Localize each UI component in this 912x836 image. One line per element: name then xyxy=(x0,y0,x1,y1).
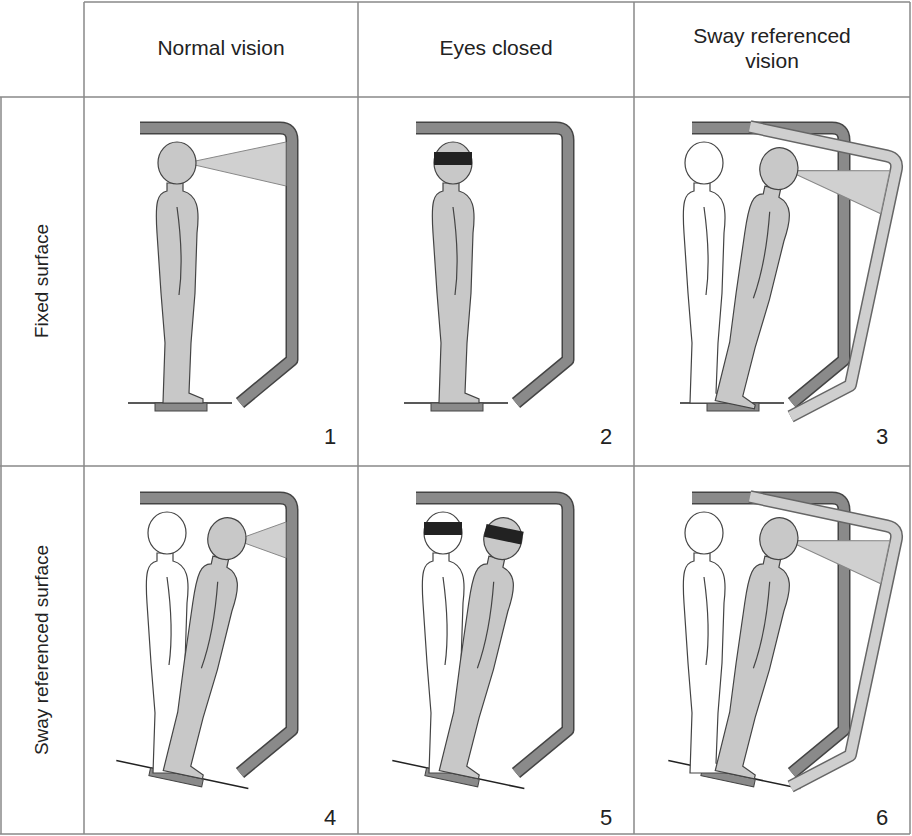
illustration-part xyxy=(157,514,257,779)
column-header: Normal vision xyxy=(141,8,301,88)
panel-normal-fixed xyxy=(128,128,292,411)
panel-number: 5 xyxy=(591,803,621,834)
illustration-part xyxy=(484,524,524,545)
illustration-part xyxy=(424,522,462,535)
illustration-part xyxy=(0,465,910,467)
illustration-part xyxy=(186,142,286,186)
illustration-part xyxy=(357,2,359,834)
illustration-part xyxy=(633,2,635,834)
panel-sway-vision-sway-surface xyxy=(667,497,899,798)
illustration-part xyxy=(433,514,533,779)
illustration-part xyxy=(140,128,292,403)
panel-eyes-closed-sway-surface xyxy=(391,498,568,796)
panel-number: 4 xyxy=(315,803,345,834)
illustration-part xyxy=(0,833,910,835)
illustration-part xyxy=(783,150,890,214)
illustration-part xyxy=(693,127,899,428)
illustration-part xyxy=(709,514,809,779)
illustration-part xyxy=(156,142,203,403)
illustration-part xyxy=(783,520,890,584)
illustration-part xyxy=(404,403,508,411)
illustration-part xyxy=(709,144,809,409)
illustration-part xyxy=(909,2,911,834)
panel-sway-vision-fixed xyxy=(680,127,899,428)
panel-normal-sway-surface xyxy=(115,498,292,796)
illustration-part xyxy=(693,127,899,428)
row-header: Sway referenced surface xyxy=(22,480,62,820)
panel-number: 6 xyxy=(867,803,897,834)
illustration-part xyxy=(84,1,910,3)
illustration-part xyxy=(0,97,2,834)
illustration-part xyxy=(683,512,730,773)
panel-eyes-closed-fixed xyxy=(404,128,568,411)
illustration-part xyxy=(416,128,568,403)
illustration-part xyxy=(157,514,257,779)
illustration-part xyxy=(128,403,232,411)
panel-number: 3 xyxy=(867,422,897,453)
illustration-part xyxy=(693,497,899,798)
panel-number: 2 xyxy=(591,422,621,453)
column-header: Sway referenced vision xyxy=(672,8,872,88)
illustration-part xyxy=(433,514,533,779)
row-header: Fixed surface xyxy=(22,111,62,451)
column-header: Eyes closed xyxy=(416,8,576,88)
illustration-part xyxy=(0,96,910,98)
illustration-part xyxy=(83,2,85,834)
panel-number: 1 xyxy=(315,422,345,453)
illustration-part xyxy=(432,142,479,403)
illustration-part xyxy=(683,142,730,403)
illustration-part xyxy=(693,497,899,798)
illustration-part xyxy=(434,152,472,165)
